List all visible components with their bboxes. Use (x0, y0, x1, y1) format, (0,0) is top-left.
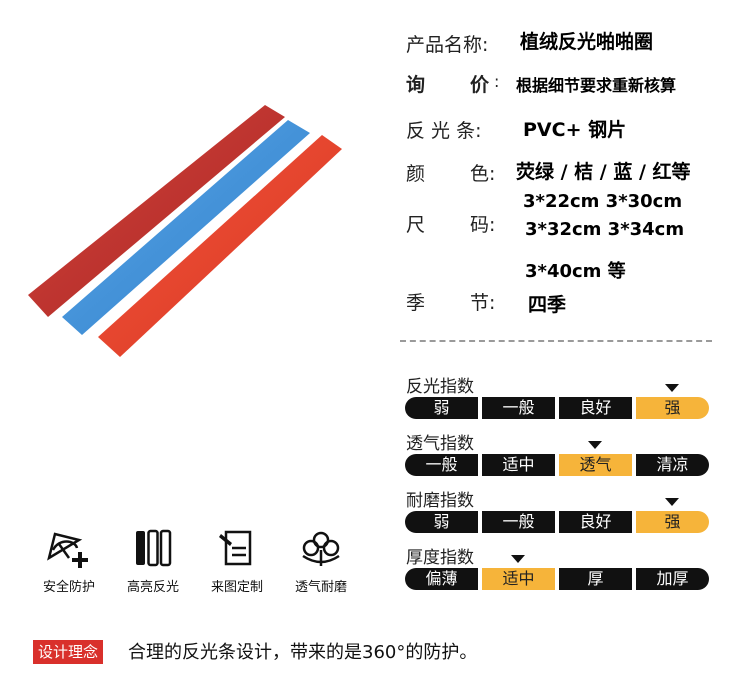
spec-price-label-1: 询 (406, 74, 426, 96)
spec-size-label-2: 码: (470, 214, 496, 236)
index-option[interactable]: 强 (636, 397, 709, 419)
index-row-wear: 弱 一般 良好 强 (405, 511, 709, 533)
index-option[interactable]: 透气 (559, 454, 632, 476)
spec-strip-label: 反 光 条: (406, 120, 482, 142)
index-option[interactable]: 适中 (482, 568, 555, 590)
reflective-bars-icon (136, 529, 172, 567)
selection-marker-icon (588, 441, 602, 449)
spec-color-label-2: 色: (470, 163, 496, 185)
document-pen-icon (219, 530, 252, 566)
spec-size-line-3: 3*40cm 等 (525, 261, 626, 282)
spec-season-label-1: 季 (406, 292, 426, 314)
selection-marker-icon (511, 555, 525, 563)
index-title-breathable: 透气指数 (406, 434, 474, 454)
design-concept-badge: 设计理念 (33, 640, 104, 664)
feature-breathable: 透气耐磨 (279, 528, 363, 595)
spec-strip-value: PVC+ 钢片 (523, 119, 627, 141)
index-option[interactable]: 加厚 (636, 568, 709, 590)
spec-name-label: 产品名称: (406, 34, 489, 56)
product-image (20, 95, 375, 365)
spec-color-label-1: 颜 (406, 163, 426, 185)
feature-label: 高亮反光 (126, 580, 179, 595)
feature-label: 安全防护 (42, 580, 95, 595)
index-option[interactable]: 强 (636, 511, 709, 533)
spec-size-line-1: 3*22cm 3*30cm (523, 191, 683, 212)
design-concept-text: 合理的反光条设计，带来的是360°的防护。 (128, 642, 478, 663)
index-option[interactable]: 一般 (482, 511, 555, 533)
index-option[interactable]: 一般 (482, 397, 555, 419)
index-title-wear: 耐磨指数 (406, 491, 474, 511)
blue-strip (62, 120, 310, 335)
reflective-strips-illustration (28, 105, 342, 357)
spec-size-line-2: 3*32cm 3*34cm (525, 219, 685, 240)
index-option[interactable]: 良好 (559, 511, 632, 533)
dark-red-strip (28, 105, 285, 317)
index-option[interactable]: 弱 (405, 511, 478, 533)
feature-label: 来图定制 (210, 580, 263, 595)
index-row-breathable: 一般 适中 透气 清凉 (405, 454, 709, 476)
index-option[interactable]: 适中 (482, 454, 555, 476)
feature-safety: 安全防护 (27, 528, 111, 595)
index-row-thickness: 偏薄 适中 厚 加厚 (405, 568, 709, 590)
spec-color-value: 荧绿 / 桔 / 蓝 / 红等 (516, 161, 691, 183)
cotton-icon (302, 531, 340, 566)
feature-reflective: 高亮反光 (111, 528, 195, 595)
index-row-reflective: 弱 一般 良好 强 (405, 397, 709, 419)
dashed-divider (400, 340, 712, 342)
index-title-reflective: 反光指数 (406, 377, 474, 397)
feature-label: 透气耐磨 (294, 580, 347, 595)
index-option[interactable]: 一般 (405, 454, 478, 476)
spec-name-value: 植绒反光啪啪圈 (520, 31, 654, 53)
red-strip (98, 135, 342, 357)
selection-marker-icon (665, 384, 679, 392)
feature-custom: 来图定制 (195, 528, 279, 595)
helmet-plus-icon (47, 532, 88, 568)
spec-price-colon: : (494, 72, 500, 91)
spec-season-value: 四季 (528, 294, 567, 316)
spec-price-label-2: 价 (470, 74, 490, 96)
index-option[interactable]: 偏薄 (405, 568, 478, 590)
index-title-thickness: 厚度指数 (406, 548, 474, 568)
index-option[interactable]: 良好 (559, 397, 632, 419)
spec-price-value: 根据细节要求重新核算 (516, 76, 677, 95)
spec-size-label-1: 尺 (406, 214, 426, 236)
index-option[interactable]: 清凉 (636, 454, 709, 476)
selection-marker-icon (665, 498, 679, 506)
spec-season-label-2: 节: (470, 292, 496, 314)
index-option[interactable]: 弱 (405, 397, 478, 419)
index-option[interactable]: 厚 (559, 568, 632, 590)
